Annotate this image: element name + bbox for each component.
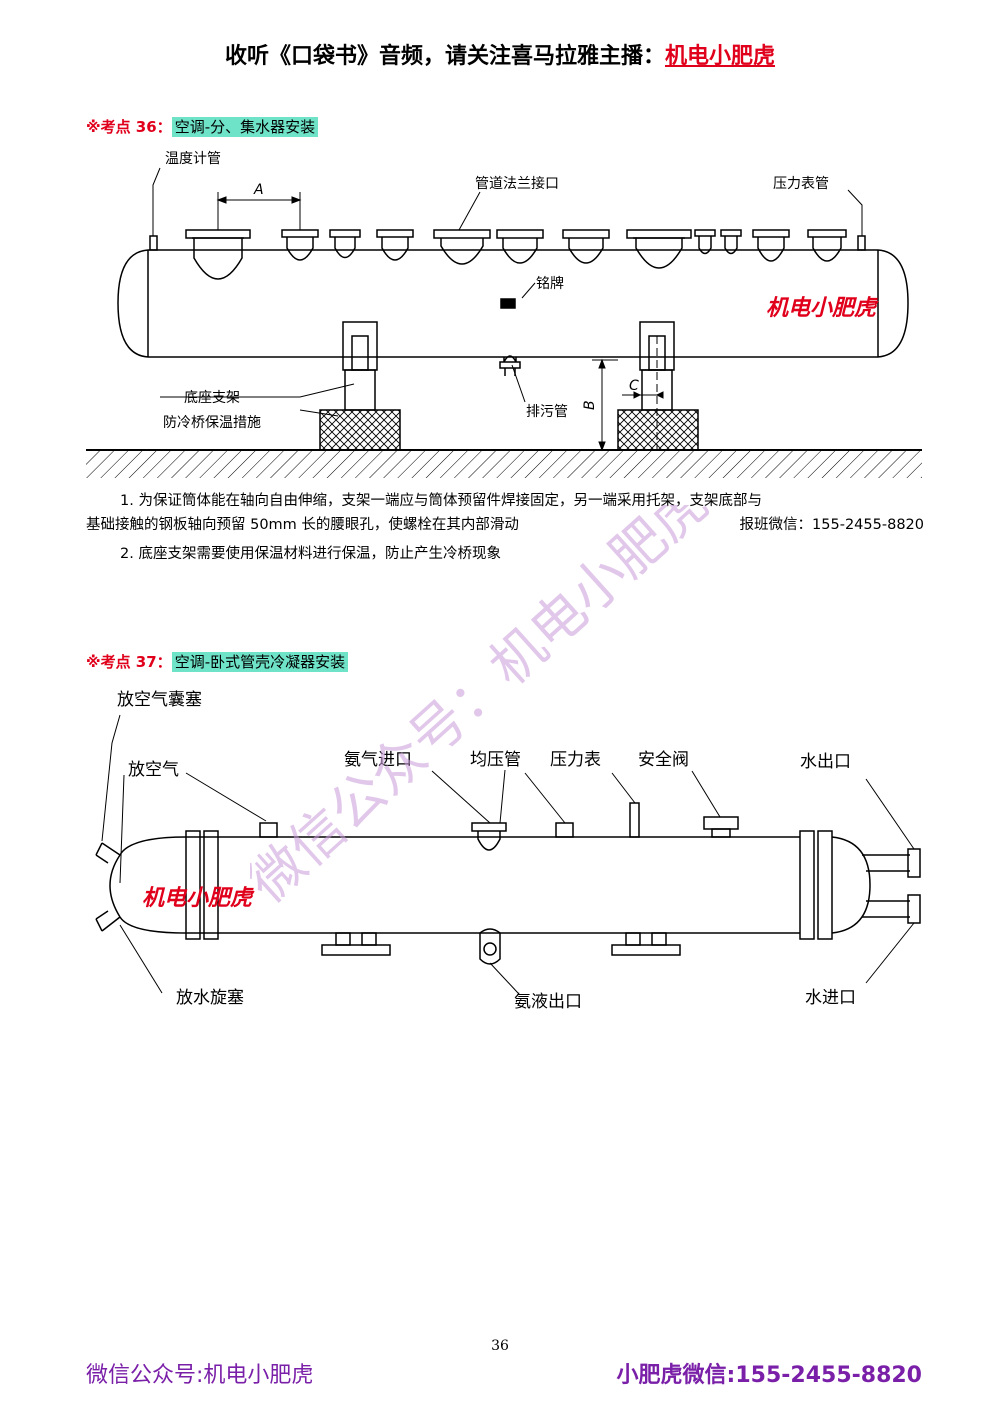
page-number: 36 <box>491 1338 509 1354</box>
label-water-in: 水进口 <box>805 988 856 1008</box>
section-37-heading: ※考点 37：空调-卧式管壳冷凝器安装 <box>86 651 349 672</box>
flange-medium-row <box>281 229 847 265</box>
label-drain-plug: 放水旋塞 <box>176 988 244 1008</box>
label-antibridge: 防冷桥保温措施 <box>163 415 261 431</box>
label-equalizer: 均压管 <box>470 750 521 770</box>
note-1-line-2: 基础接触的钢板轴向预留 50mm 长的腰眼孔，使螺栓在其内部滑动 <box>86 517 519 533</box>
vent-nozzle <box>259 822 278 838</box>
note-1-line-1: 1. 为保证筒体能在轴向自由伸缩，支架一端应与筒体预留件焊接固定，另一端采用托架… <box>120 493 762 509</box>
water-outlet-nozzle <box>862 848 921 878</box>
distributor-diagram: 温度计管 管道法兰接口 压力表管 铭牌 底座支架 防冷桥保温措施 排污管 A B… <box>86 151 922 478</box>
label-pressure-pipe: 压力表管 <box>773 176 829 192</box>
label-water-out: 水出口 <box>800 752 851 772</box>
note-1-continued: 基础接触的钢板轴向预留 50mm 长的腰眼孔，使螺栓在其内部滑动 报班微信：15… <box>86 513 924 537</box>
flange-large-1 <box>185 229 251 280</box>
section-36-heading: ※考点 36：空调-分、集水器安装 <box>86 116 319 137</box>
header-highlight: 机电小肥虎 <box>665 44 776 69</box>
label-dim-c: C <box>629 378 639 394</box>
flange-large-2 <box>626 229 692 269</box>
nameplate-icon <box>500 298 516 309</box>
footer-right: 小肥虎微信:155-2455-8820 <box>616 1363 922 1388</box>
label-liquid-out: 氨液出口 <box>514 992 582 1012</box>
label-nameplate: 铭牌 <box>536 275 564 292</box>
safety-valve-nozzle <box>703 816 739 838</box>
section-36-title: 空调-分、集水器安装 <box>171 117 319 137</box>
liquid-outlet-nozzle <box>479 928 501 965</box>
drain-pipe <box>499 355 521 376</box>
label-vent-plug: 放空气囊塞 <box>117 690 202 710</box>
condenser-diagram: 放空气囊塞 放空气 氨气进口 均压管 压力表 安全阀 水出口 放水旋塞 氨液出口… <box>95 690 921 1012</box>
note-1: 1. 为保证筒体能在轴向自由伸缩，支架一端应与筒体预留件焊接固定，另一端采用托架… <box>86 489 924 513</box>
ground <box>86 449 922 478</box>
support-left <box>319 321 401 451</box>
page-header: 收听《口袋书》音频，请关注喜马拉雅主播：机电小肥虎 <box>0 38 1000 70</box>
label-safety-valve: 安全阀 <box>638 750 689 770</box>
label-ammonia-in: 氨气进口 <box>344 750 412 770</box>
dimension-c <box>622 391 664 399</box>
pressure-gauge-nozzle <box>629 802 640 838</box>
saddle-right <box>611 932 681 956</box>
header-prefix: 收听《口袋书》音频，请关注喜马拉雅主播： <box>224 44 665 69</box>
saddle-left <box>321 932 391 956</box>
flange-left <box>185 830 219 940</box>
label-dim-b: B <box>582 400 598 410</box>
ammonia-inlet-nozzle <box>471 822 507 851</box>
note-2: 2. 底座支架需要使用保温材料进行保温，防止产生冷桥现象 <box>120 546 501 562</box>
vessel-body <box>117 249 909 358</box>
flange-right <box>799 830 871 940</box>
temperature-tube <box>149 235 158 251</box>
equalizer-nozzle <box>555 822 574 838</box>
label-drain: 排污管 <box>526 404 568 420</box>
contact-text: 报班微信：155-2455-8820 <box>739 517 924 533</box>
label-temp-pipe: 温度计管 <box>165 151 221 167</box>
section-37-title: 空调-卧式管壳冷凝器安装 <box>171 652 349 672</box>
dimension-a <box>216 192 302 230</box>
brand-label-36: 机电小肥虎 <box>766 296 879 321</box>
label-dim-a: A <box>253 182 264 198</box>
support-right <box>617 321 699 451</box>
label-base: 底座支架 <box>184 390 240 406</box>
footer-left: 微信公众号:机电小肥虎 <box>86 1363 314 1388</box>
section-36-marker: ※考点 36： <box>86 118 172 136</box>
dimension-b <box>592 358 618 452</box>
water-inlet-nozzle <box>862 894 921 924</box>
label-flange: 管道法兰接口 <box>475 175 559 192</box>
shell-body <box>95 836 800 934</box>
brand-label-37: 机电小肥虎 <box>142 886 255 911</box>
section-37-marker: ※考点 37： <box>86 653 172 671</box>
label-vent: 放空气 <box>128 760 179 780</box>
pressure-tube <box>857 235 866 251</box>
label-pressure-gauge: 压力表 <box>550 750 601 770</box>
